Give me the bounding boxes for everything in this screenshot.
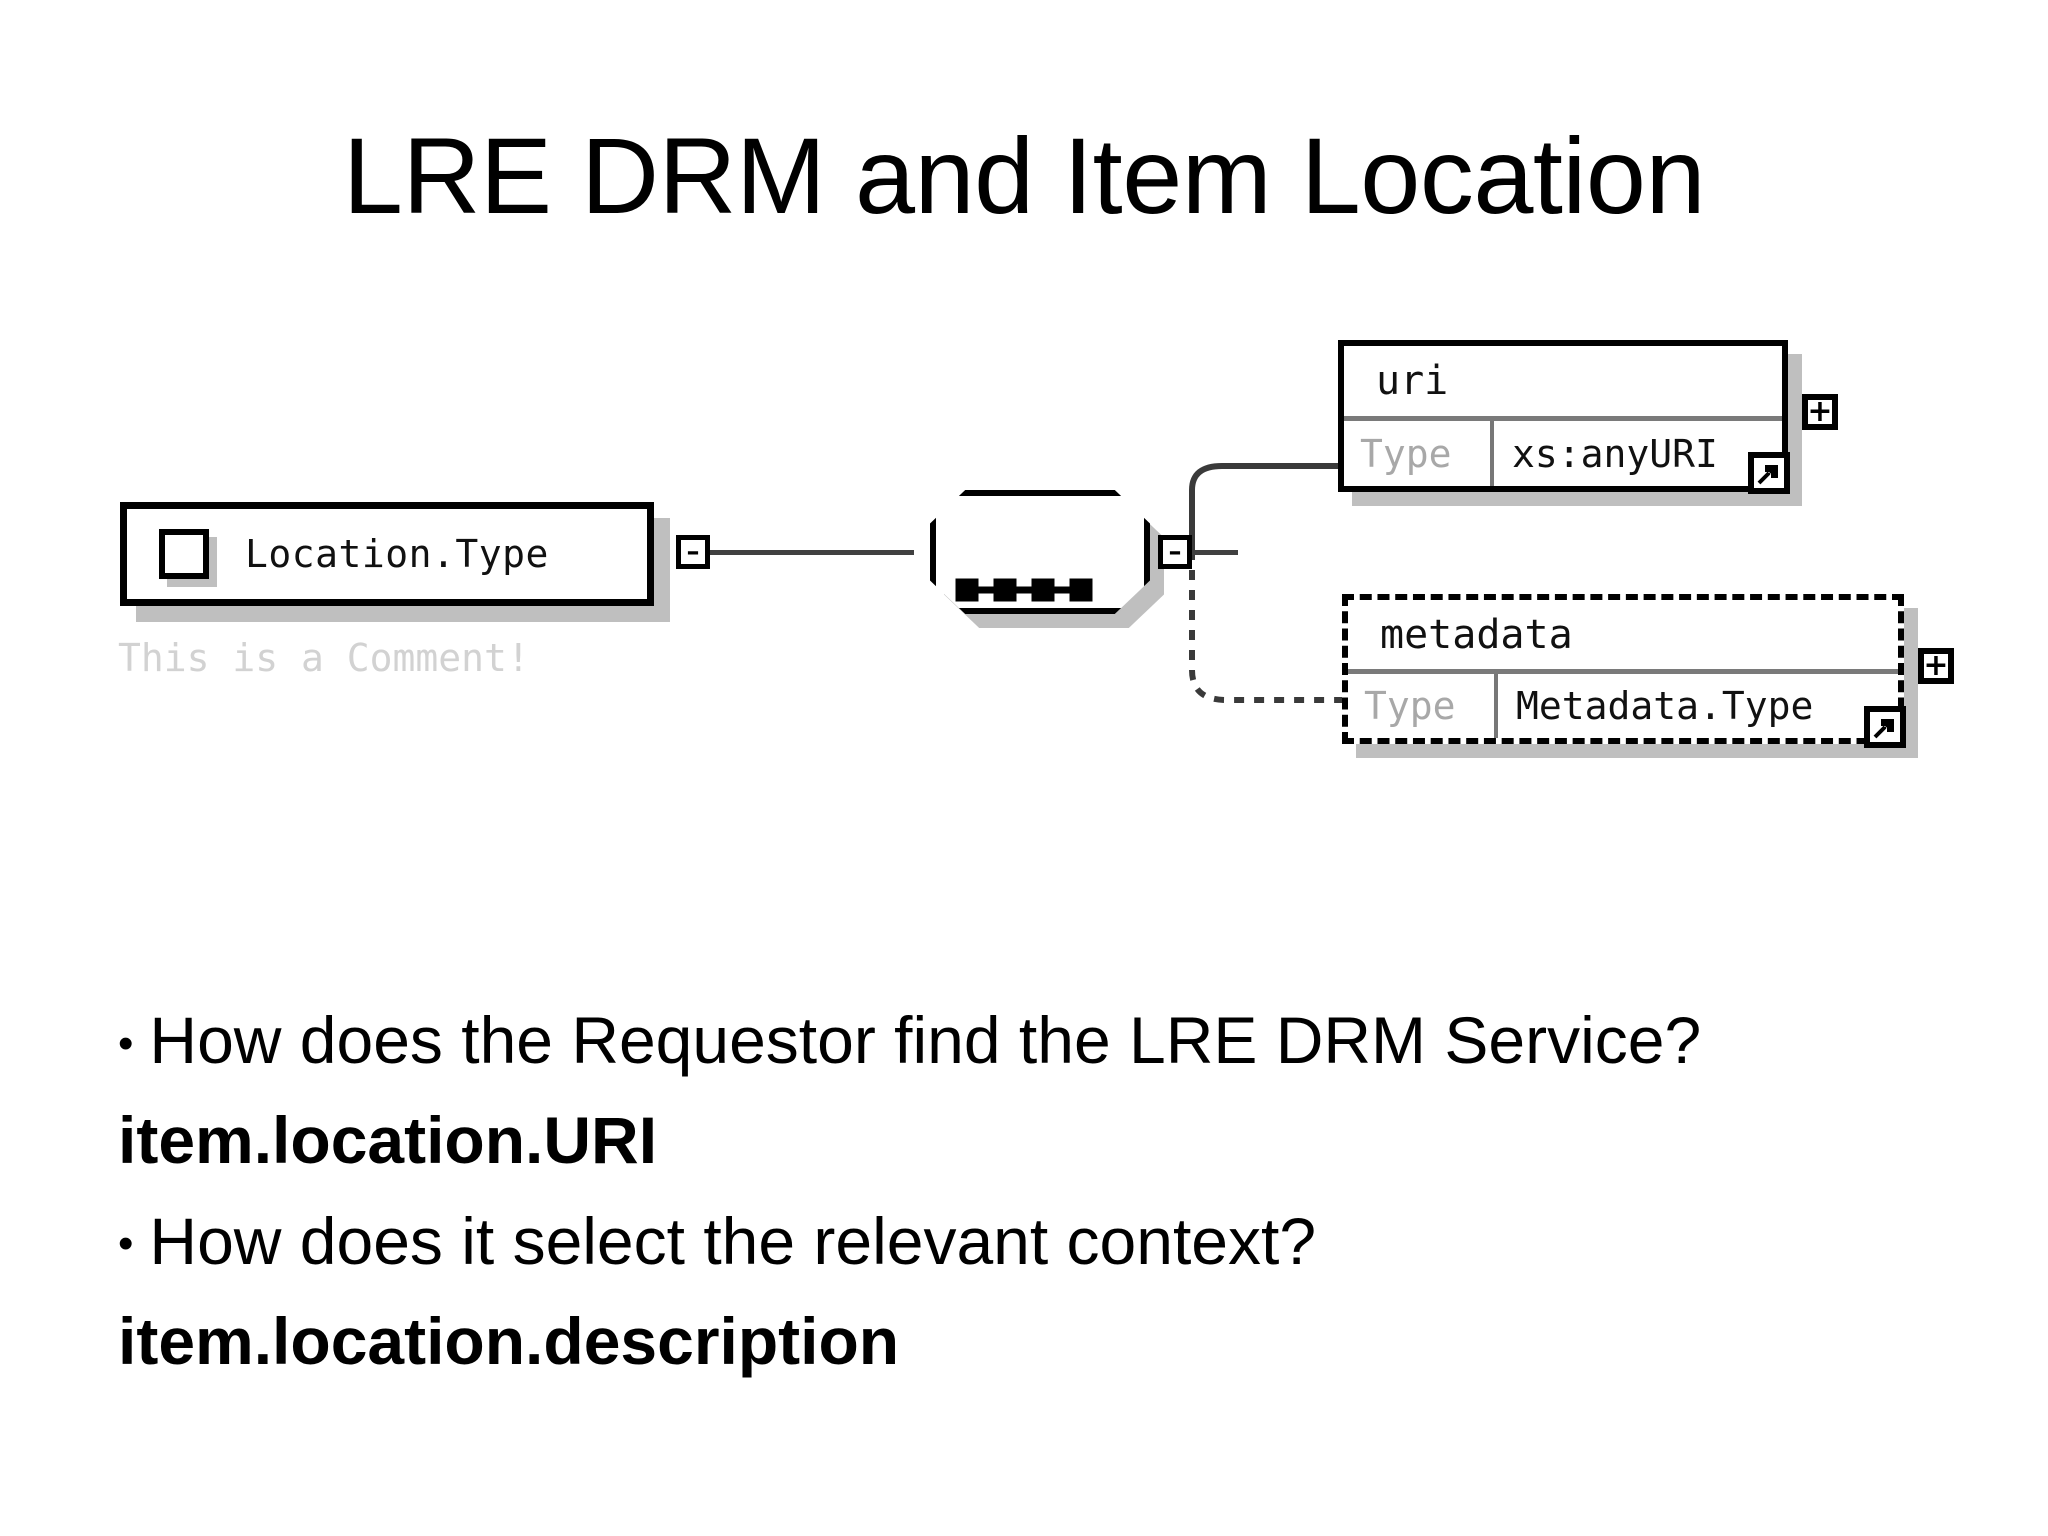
collapse-toggle-sequence[interactable]: – [1158, 535, 1192, 569]
uri-type-row: Type xs:anyURI [1344, 416, 1782, 486]
arrow-glyph [1757, 465, 1778, 485]
metadata-type-label: Type [1348, 674, 1498, 738]
expand-toggle-uri[interactable]: + [1802, 394, 1838, 430]
bullet-text-normal: How does it select the relevant context? [149, 1203, 1317, 1278]
page-title: LRE DRM and Item Location [342, 115, 1706, 236]
schema-node-location-type[interactable]: Location.Type [120, 502, 654, 606]
plus-icon: + [1923, 648, 1949, 683]
goto-definition-arrow-icon-uri[interactable] [1748, 452, 1790, 494]
schema-node-uri[interactable]: uri Type xs:anyURI [1338, 340, 1788, 492]
schema-node-label: Location.Type [245, 532, 549, 576]
connector-root-to-sequence [710, 550, 914, 555]
slide-body: • How does the Requestor find the LRE DRM… [118, 990, 1938, 1391]
goto-definition-arrow-icon-metadata[interactable] [1864, 706, 1906, 748]
collapse-toggle-root[interactable]: – [676, 535, 710, 569]
metadata-type-value: Metadata.Type [1516, 684, 1814, 728]
connector-sequence-tail [1192, 550, 1238, 555]
minus-icon: – [1168, 537, 1182, 567]
bullet-item: • How does it select the relevant context… [118, 1191, 1938, 1392]
branch-connectors [1189, 463, 1346, 703]
empty-square-icon[interactable] [159, 529, 209, 579]
metadata-type-row: Type Metadata.Type [1348, 669, 1898, 738]
schema-node-metadata[interactable]: metadata Type Metadata.Type [1342, 594, 1904, 744]
arrow-glyph [1873, 719, 1894, 739]
bullet-icon: • [118, 1018, 134, 1068]
bullet-item: • How does the Requestor find the LRE DRM… [118, 990, 1938, 1191]
uri-name-row: uri [1344, 346, 1782, 416]
uri-type-label: Type [1344, 421, 1494, 486]
metadata-name-row: metadata [1348, 600, 1898, 669]
sequence-indicator-icon [955, 578, 1093, 602]
plus-icon: + [1807, 394, 1833, 429]
uri-type-value: xs:anyURI [1512, 431, 1718, 476]
bullet-icon: • [118, 1219, 134, 1269]
metadata-element-name: metadata [1380, 611, 1573, 658]
minus-icon: – [686, 537, 700, 567]
schema-node-comment: This is a Comment! [118, 636, 530, 680]
uri-element-name: uri [1376, 358, 1449, 404]
xsd-schema-diagram: Location.Type This is a Comment! – – uri… [0, 330, 2048, 850]
bullet-text-normal: How does the Requestor find the LRE DRM … [149, 1003, 1702, 1077]
expand-toggle-metadata[interactable]: + [1918, 648, 1954, 684]
bullet-text-bold: item.location.description [118, 1303, 900, 1378]
bullet-text-bold: item.location.URI [118, 1103, 658, 1178]
